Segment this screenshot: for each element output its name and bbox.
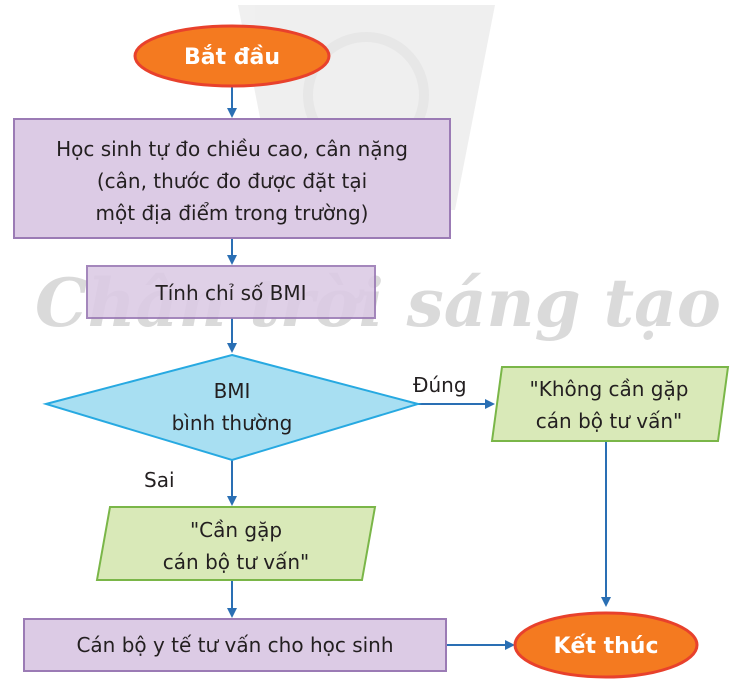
advise-label: Cán bộ y tế tư vấn cho học sinh: [76, 633, 393, 657]
decision-node: BMI bình thường: [42, 353, 422, 462]
start-node: Bắt đầu: [133, 24, 331, 88]
output-no-line-2: cán bộ tư vấn": [163, 550, 309, 574]
compute-label: Tính chỉ số BMI: [155, 281, 307, 305]
output-yes-line-2: cán bộ tư vấn": [536, 409, 682, 433]
output-yes: "Không cần gặp cán bộ tư vấn": [490, 366, 730, 442]
output-no: "Cần gặp cán bộ tư vấn": [95, 506, 377, 581]
yes-branch-label: Đúng: [413, 373, 467, 397]
no-branch-label: Sai: [144, 468, 175, 492]
output-yes-line-1: "Không cần gặp: [530, 377, 689, 401]
decision-line-1: BMI: [214, 379, 251, 403]
measure-line-1: Học sinh tự đo chiều cao, cân nặng: [56, 137, 408, 161]
measure-line-3: một địa điểm trong trường): [96, 201, 369, 225]
measure-process: Học sinh tự đo chiều cao, cân nặng (cân,…: [13, 118, 451, 239]
end-label: Kết thúc: [553, 634, 658, 659]
compute-process: Tính chỉ số BMI: [86, 265, 376, 319]
decision-line-2: bình thường: [172, 411, 293, 435]
output-no-line-1: "Cần gặp: [190, 518, 282, 542]
advise-process: Cán bộ y tế tư vấn cho học sinh: [23, 618, 447, 672]
end-node: Kết thúc: [513, 611, 699, 679]
connectors: [227, 86, 611, 650]
start-label: Bắt đầu: [184, 44, 280, 70]
measure-line-2: (cân, thước đo được đặt tại: [97, 169, 367, 193]
